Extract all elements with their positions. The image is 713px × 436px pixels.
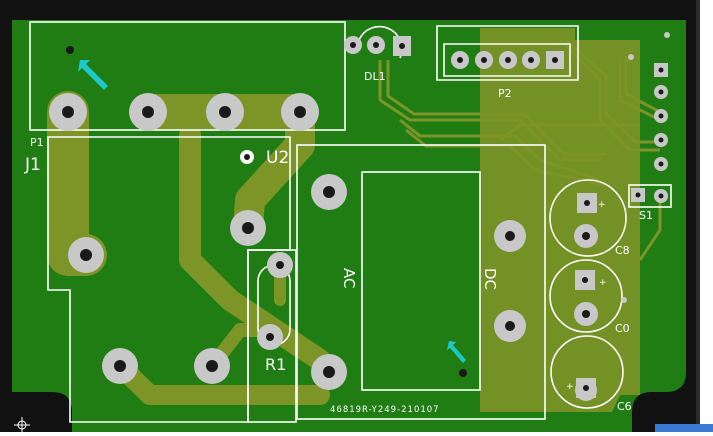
pad-holes [62,106,590,378]
r1-outline [247,249,297,423]
relay-body-outline [361,171,481,391]
plus-c6: + [566,382,574,392]
label-s1: S1 [639,209,653,222]
small-pads [240,36,668,401]
label-p1: P1 [30,136,44,149]
label-serial: 46819R-Y249-210107 [330,405,440,415]
vias [621,32,670,303]
label-c0: C0 [615,322,630,335]
label-ac: AC [340,268,358,288]
label-dc: DC [481,268,499,290]
label-j1: J1 [24,155,41,175]
label-c6: C6 [617,400,632,413]
copper-pour-right [480,28,640,412]
c6-outline [550,335,624,409]
label-p2: P2 [498,87,512,100]
label-r1: R1 [265,355,286,374]
s1-outline [628,184,672,208]
board-edge-strip [700,0,713,432]
corner-marker [655,424,713,432]
p2-outline [436,25,579,81]
crosshair-origin-icon [14,417,30,432]
relay-outline [296,144,546,420]
p1-outline [29,21,346,131]
plus-c8: + [598,200,606,210]
label-u2: U2 [266,148,289,168]
silkscreen-outlines [29,21,672,423]
label-dl1: DL1 [364,70,386,83]
c8-outline [549,179,627,257]
board-edge-line [696,0,700,432]
plus-c0: + [599,278,607,288]
cyan-arrow-icon [78,60,466,363]
signal-traces [378,38,662,261]
label-c8: C8 [615,244,630,257]
c0-outline [549,259,623,333]
small-holes [66,42,664,391]
